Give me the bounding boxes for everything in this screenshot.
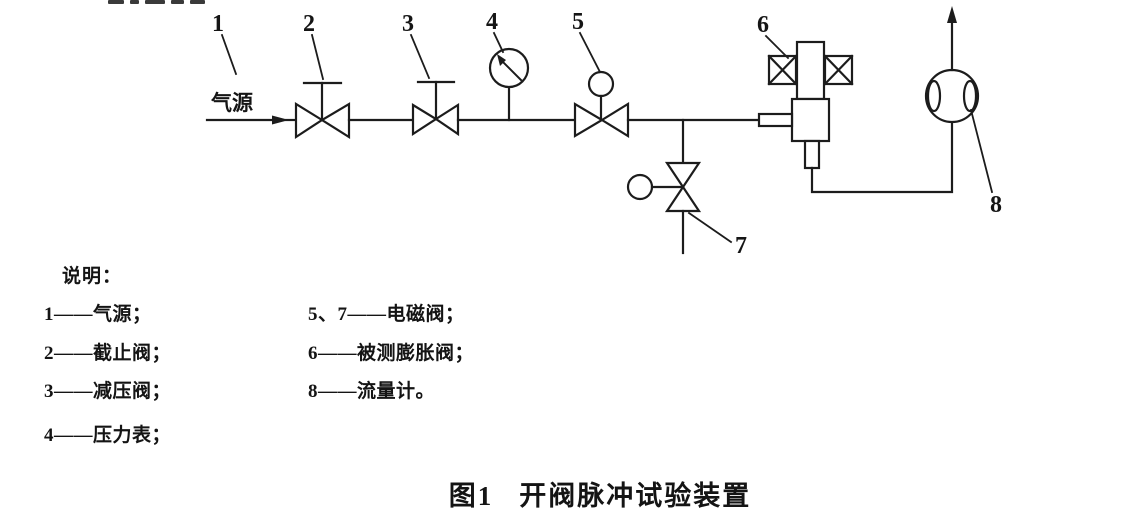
flowmeter-icon	[924, 6, 980, 124]
valve-bottom-wedge	[664, 185, 702, 213]
callout-number: 1	[212, 11, 224, 37]
solenoid-actuator	[587, 70, 615, 98]
callout-number: 7	[735, 233, 747, 259]
leader-line	[220, 33, 238, 76]
flowmeter-body	[924, 68, 980, 124]
legend-item-2: 2——截止阀；	[44, 343, 172, 364]
leader-line	[578, 31, 602, 74]
legend-item-4: 4——压力表；	[44, 425, 172, 446]
legend-item-5-7: 5、7——电磁阀；	[308, 304, 465, 325]
solenoid-valve-7-icon	[626, 161, 702, 255]
expansion-valve-icon	[757, 40, 954, 194]
reducing-valve-icon	[411, 80, 460, 137]
callout-number: 8	[990, 192, 1002, 218]
leader-line	[969, 108, 994, 194]
leader-line	[492, 31, 505, 54]
stop-valve-icon	[294, 81, 351, 140]
valve-left-wedge	[573, 102, 605, 138]
callout-1: 1	[212, 11, 238, 76]
gas-source-inlet: 气源	[205, 91, 298, 125]
solenoid-actuator	[626, 173, 654, 201]
callout-number: 5	[572, 9, 584, 35]
valve-left-wedge	[294, 102, 325, 140]
callout-8: 8	[969, 108, 1002, 218]
callout-6: 6	[757, 12, 790, 60]
figure-number: 图1	[448, 481, 494, 511]
valve-left-wedge	[411, 103, 439, 137]
valve-neck	[795, 40, 826, 101]
valve-right-wedge	[319, 102, 351, 139]
leader-line	[409, 33, 431, 80]
callout-3: 3	[402, 11, 431, 80]
legend-item-6: 6——被测膨胀阀；	[308, 343, 475, 364]
callout-5: 5	[572, 9, 602, 74]
outlet-stem	[803, 139, 821, 170]
valve-right-wedge	[599, 102, 630, 138]
leader-line	[764, 34, 790, 60]
cropped-text-fragment	[108, 0, 211, 5]
figure-caption: 图1 开阀脉冲试验装置	[0, 474, 1148, 513]
callout-number: 6	[757, 12, 769, 38]
callout-4: 4	[486, 9, 505, 54]
gauge-needle	[500, 59, 523, 82]
callout-7: 7	[687, 211, 747, 259]
flow-arrow-icon	[272, 115, 289, 125]
legend-item-8: 8——流量计。	[308, 381, 436, 402]
leader-line	[687, 211, 733, 244]
valve-body	[790, 97, 831, 143]
flowmeter-lens-left	[926, 79, 942, 113]
gas-source-label: 气源	[210, 91, 253, 115]
coil-right-diag-2	[823, 54, 854, 86]
callout-2: 2	[303, 11, 325, 81]
valve-top-wedge	[664, 161, 702, 189]
outlet-tube	[810, 120, 954, 194]
coil-left-diag-2	[767, 54, 798, 86]
leader-line	[310, 33, 325, 81]
schematic-diagram: 气源	[205, 6, 1002, 259]
legend-item-1: 1——气源；	[44, 304, 152, 325]
callout-number: 4	[486, 9, 498, 35]
exhaust-arrow-icon	[947, 6, 957, 23]
pressure-gauge-icon	[488, 47, 530, 122]
legend-title: 说明：	[62, 266, 123, 287]
flowmeter-lens-right	[962, 79, 978, 113]
figure-title: 开阀脉冲试验装置	[519, 481, 752, 511]
solenoid-valve-5-icon	[573, 70, 630, 138]
gauge-needle-tip	[497, 54, 506, 66]
inlet-stub	[757, 112, 794, 128]
callout-number: 2	[303, 11, 315, 37]
valve-right-wedge	[434, 102, 460, 137]
legend-item-3: 3——减压阀；	[44, 381, 172, 402]
callout-number: 3	[402, 11, 414, 37]
